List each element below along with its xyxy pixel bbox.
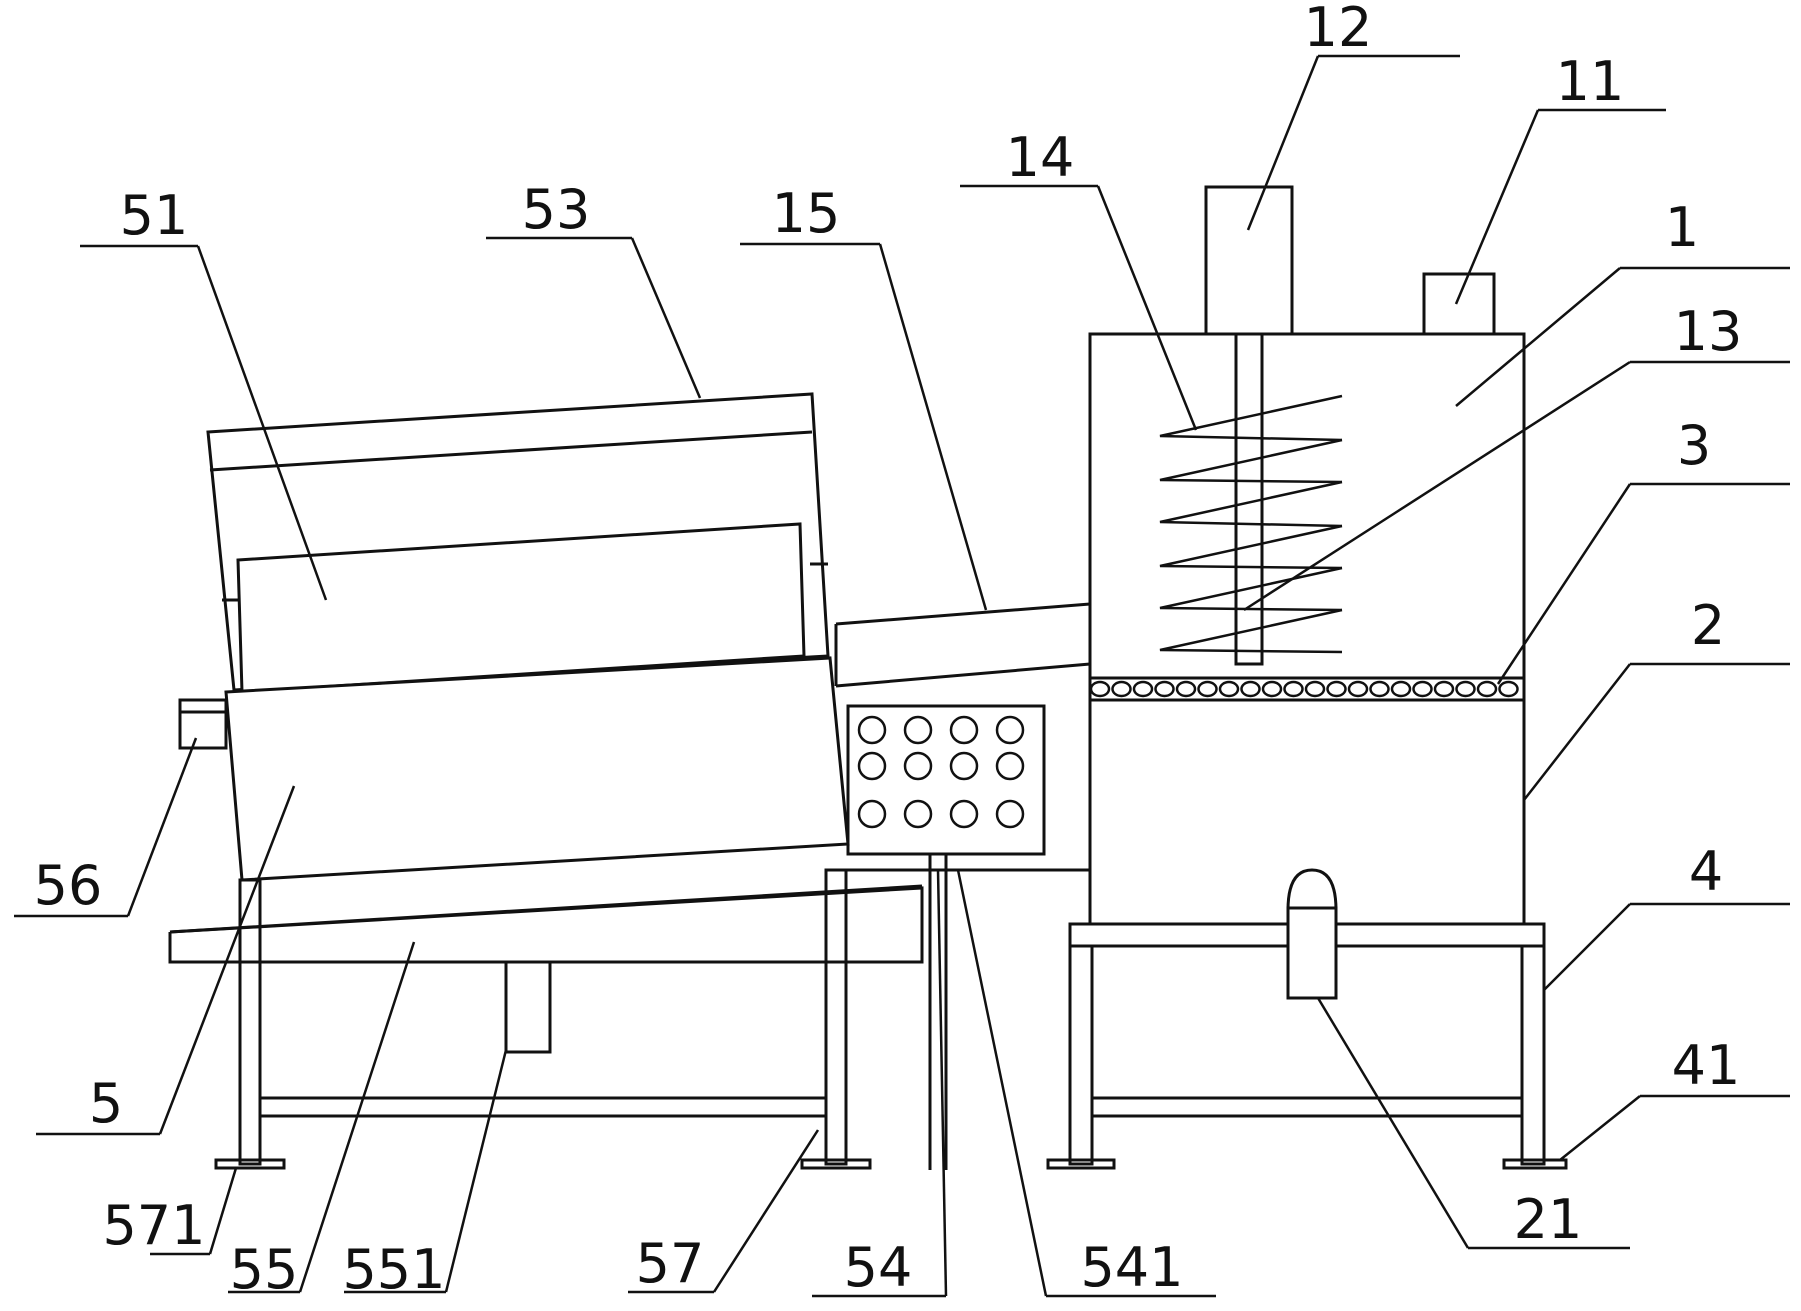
spiral-blade — [1159, 608, 1343, 654]
outlet-551 — [504, 960, 552, 1054]
filter-ball — [1240, 680, 1261, 698]
control-button — [949, 715, 979, 745]
spiral-blade — [1159, 438, 1343, 484]
control-button — [903, 715, 933, 745]
spiral-blade — [1159, 566, 1343, 612]
filter-ball — [1111, 680, 1132, 698]
inlet-11 — [1422, 272, 1496, 336]
filter-ball — [1369, 680, 1390, 698]
label-55: 55 — [230, 1238, 299, 1301]
drum-cover-53 — [206, 392, 830, 692]
label-571: 571 — [102, 1194, 205, 1257]
control-button — [995, 715, 1025, 745]
drum-frame-57 — [214, 868, 872, 1170]
filter-ball — [1390, 680, 1412, 698]
label-21: 21 — [1514, 1188, 1583, 1251]
filter-ball — [1433, 680, 1455, 698]
control-button — [949, 799, 979, 829]
stirring-shaft-13 — [1234, 332, 1264, 666]
filter-ball — [1132, 680, 1154, 698]
label-551: 551 — [342, 1238, 445, 1301]
label-51: 51 — [120, 184, 189, 247]
filter-ball — [1455, 680, 1476, 698]
spiral-blade — [1159, 394, 1343, 442]
filter-ball — [1175, 680, 1197, 698]
control-button — [949, 751, 979, 781]
control-button — [903, 799, 933, 829]
leader-lines — [14, 54, 1790, 1298]
label-5: 5 — [89, 1072, 123, 1135]
filter-ball — [1089, 680, 1111, 698]
filter-ball — [1283, 680, 1304, 698]
filter-ball — [1197, 680, 1218, 698]
conveyor-15 — [834, 602, 1091, 688]
control-button — [857, 799, 887, 829]
label-2: 2 — [1691, 594, 1725, 657]
filter-ball — [1476, 680, 1498, 698]
label-15: 15 — [772, 182, 841, 245]
label-3: 3 — [1677, 414, 1711, 477]
filter-ball — [1218, 680, 1240, 698]
filter-ball — [1261, 680, 1283, 698]
label-54: 54 — [844, 1236, 913, 1299]
control-button — [995, 799, 1025, 829]
spiral-blade — [1159, 524, 1343, 570]
label-57: 57 — [636, 1232, 705, 1295]
filter-ball — [1326, 680, 1347, 698]
label-12: 12 — [1304, 0, 1373, 59]
filter-ball — [1154, 680, 1175, 698]
label-53: 53 — [522, 178, 591, 241]
drum-inner-51 — [236, 522, 806, 694]
discharge-chute-55 — [168, 884, 924, 964]
screen-filter-balls — [1089, 680, 1519, 698]
spiral-blade — [1159, 480, 1343, 528]
part-labels: 12 11 14 1 13 3 2 4 41 21 15 53 51 56 5 … — [34, 0, 1743, 1301]
label-13: 13 — [1674, 300, 1743, 363]
label-41: 41 — [1672, 1034, 1741, 1097]
tank-body — [1088, 332, 1526, 926]
control-box-54 — [836, 704, 1090, 1170]
label-11: 11 — [1556, 50, 1625, 113]
end-fitting-56 — [178, 698, 228, 750]
label-56: 56 — [34, 854, 103, 917]
filter-ball — [1304, 680, 1326, 698]
filter-ball — [1347, 680, 1369, 698]
control-button — [857, 751, 887, 781]
control-button — [857, 715, 887, 745]
control-button — [995, 751, 1025, 781]
label-1: 1 — [1665, 196, 1699, 259]
control-button — [903, 751, 933, 781]
drain-valve-21 — [1286, 868, 1338, 1000]
filter-ball — [1498, 680, 1519, 698]
label-4: 4 — [1689, 840, 1723, 903]
filter-ball — [1412, 680, 1433, 698]
stirring-blades-14 — [1159, 394, 1343, 654]
label-14: 14 — [1006, 126, 1075, 189]
drum-body-5 — [224, 656, 850, 882]
control-buttons-541 — [857, 715, 1025, 829]
label-541: 541 — [1080, 1236, 1183, 1299]
motor-12 — [1204, 185, 1294, 336]
